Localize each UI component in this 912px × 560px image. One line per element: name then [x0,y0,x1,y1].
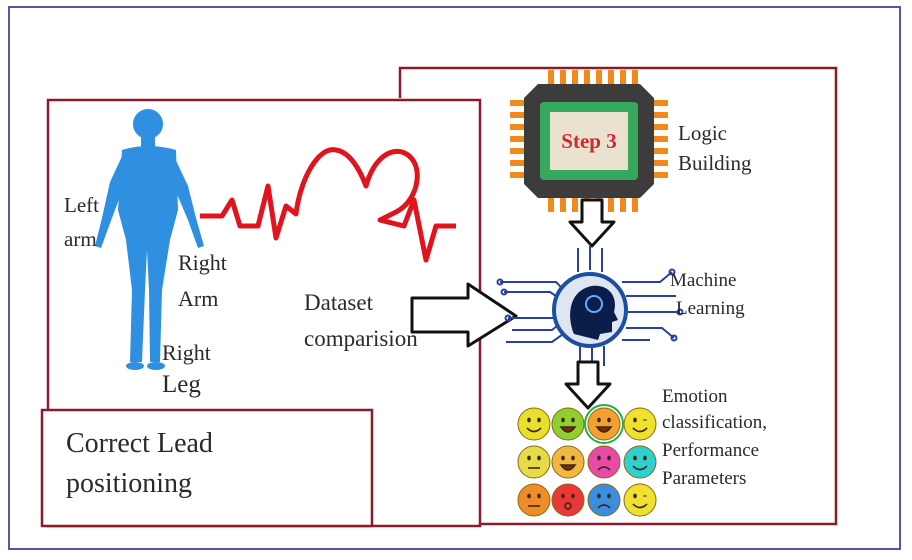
emotion-label-2: classification, [662,412,767,433]
right-leg-label-2: Leg [162,371,201,398]
emoji-highlight-ring [584,404,624,444]
ml-label: Machine [670,270,736,291]
outer-process-box [398,66,838,526]
lead-positioning-label-2: positioning [66,468,192,499]
emotion-label-4: Parameters [662,468,746,489]
right-arm-label-2: Arm [178,286,218,311]
right-arm-label: Right [178,250,227,275]
processor-chip-icon: Step 3 [510,70,668,212]
logic-label-2: Building [678,151,752,175]
human-body-icon [95,109,204,370]
emoji-face-icon [551,483,585,517]
lead-positioning-box [40,408,374,528]
emoji-face-icon [623,407,657,441]
emoji-grid [517,404,657,517]
emoji-face-icon [517,445,551,479]
left-arm-label: Left [64,193,99,217]
emoji-face-icon [551,445,585,479]
diagram-frame [8,6,901,550]
dataset-label-2: comparision [304,326,418,351]
brain-circuit-icon [496,246,684,372]
emoji-face-icon [517,407,551,441]
emotion-label: Emotion [662,386,728,407]
emoji-face-icon [587,407,621,441]
emoji-face-icon [623,445,657,479]
dataset-arrow-icon [410,282,518,348]
emoji-face-icon [587,483,621,517]
logic-label: Logic [678,121,727,145]
ml-label-2: Learning [676,298,745,319]
emotion-label-3: Performance [662,440,759,461]
step-label: Step 3 [561,129,616,153]
down-arrow-1-icon [568,198,616,248]
right-leg-label: Right [162,340,211,365]
emoji-face-icon [551,407,585,441]
heart-ecg-icon [200,147,456,263]
left-arm-label-2: arm [64,227,97,251]
lead-positioning-label: Correct Lead [66,428,213,459]
dataset-label: Dataset [304,290,374,315]
emoji-face-icon [623,483,657,517]
emoji-face-icon [517,483,551,517]
down-arrow-2-icon [564,360,612,410]
emoji-face-icon [587,445,621,479]
